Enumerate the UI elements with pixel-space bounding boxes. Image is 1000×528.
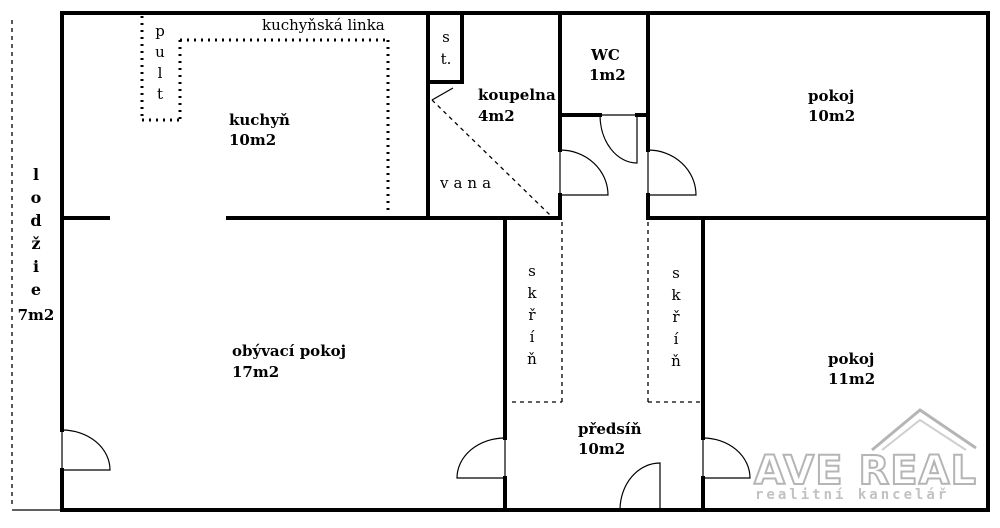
outer-walls <box>60 11 990 512</box>
svg-text:l: l <box>158 64 163 82</box>
doors <box>61 114 751 511</box>
kitchen-counter <box>178 38 390 214</box>
wardrobe-left-outline <box>512 222 563 403</box>
label-skrin-left: s k ř í ň <box>527 262 537 368</box>
room-area-koupelna: 4m2 <box>478 107 515 125</box>
svg-text:s: s <box>528 262 536 280</box>
balcony-outline <box>11 20 62 511</box>
svg-text:i: i <box>33 257 39 276</box>
svg-text:í: í <box>530 328 535 346</box>
room-area-pokoj2: 11m2 <box>828 370 875 388</box>
room-name-koupelna: koupelna <box>478 86 556 104</box>
svg-text:t: t <box>157 85 163 103</box>
label-pult: p u l t <box>155 22 165 103</box>
room-name-pokoj2: pokoj <box>828 350 874 368</box>
house-roof-icon <box>871 408 977 452</box>
door-obyvaci-predsin <box>456 437 506 479</box>
door-wc <box>599 114 638 164</box>
room-area-kuchyn: 10m2 <box>229 131 276 149</box>
logo-main-text: AVE REAL <box>754 448 977 494</box>
svg-text:k: k <box>527 284 537 302</box>
label-st: s t. <box>441 28 452 68</box>
svg-text:o: o <box>31 188 42 207</box>
svg-text:s: s <box>672 264 680 282</box>
svg-text:ř: ř <box>528 306 536 324</box>
svg-text:k: k <box>671 286 681 304</box>
door-koupelna <box>559 149 609 196</box>
wardrobe-right-outline <box>647 222 700 403</box>
svg-text:ň: ň <box>671 352 681 370</box>
svg-text:l: l <box>33 165 39 184</box>
svg-text:t.: t. <box>441 50 452 68</box>
label-vana: vana <box>439 174 496 192</box>
svg-text:e: e <box>31 280 41 299</box>
room-name-kuchyn: kuchyň <box>229 111 290 129</box>
bathtub-outline <box>431 87 551 216</box>
logo-sub-text: realitní kancelář <box>755 487 949 503</box>
label-kuchynska-linka: kuchyňská linka <box>262 16 385 34</box>
interior-walls <box>60 11 990 512</box>
room-label-lodzie: l o d ž i e 7m2 <box>18 165 55 324</box>
room-name-pokoj1: pokoj <box>808 87 854 105</box>
room-name-obyvaci: obývací pokoj <box>232 342 346 360</box>
svg-text:p: p <box>155 22 165 40</box>
label-skrin-right: s k ř í ň <box>671 264 681 370</box>
room-area-obyvaci: 17m2 <box>232 363 279 381</box>
door-obyvaci-lodzie <box>61 429 111 471</box>
door-pokoj1 <box>647 149 697 196</box>
door-entrance <box>619 462 661 511</box>
svg-text:u: u <box>155 43 165 61</box>
svg-text:ž: ž <box>31 234 40 253</box>
svg-text:ř: ř <box>672 308 680 326</box>
door-predsin-pokoj2 <box>702 437 751 479</box>
svg-text:d: d <box>30 211 41 230</box>
room-name-predsin: předsíň <box>578 420 642 438</box>
svg-text:í: í <box>674 330 679 348</box>
room-name-wc: WC <box>590 46 620 64</box>
svg-text:ň: ň <box>527 350 537 368</box>
svg-text:s: s <box>442 28 450 46</box>
room-area-wc: 1m2 <box>589 66 626 84</box>
room-area-predsin: 10m2 <box>578 440 625 458</box>
ave-real-logo: AVE REAL realitní kancelář <box>753 408 977 503</box>
lodzie-area: 7m2 <box>18 306 55 324</box>
room-area-pokoj1: 10m2 <box>808 107 855 125</box>
